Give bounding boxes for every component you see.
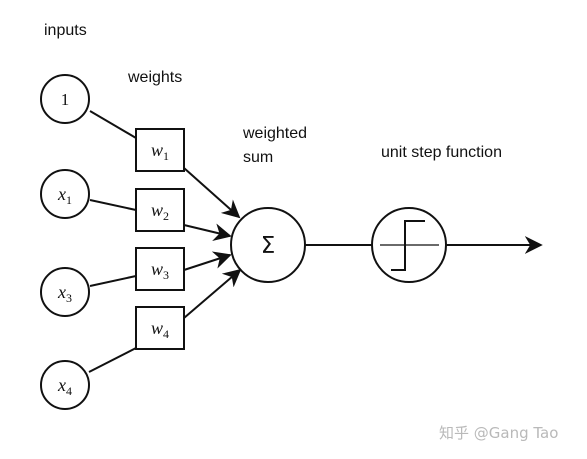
sigma-symbol: Σ xyxy=(261,233,276,259)
weight-box-w3: w3 xyxy=(135,247,185,291)
watermark: 知乎 @Gang Tao xyxy=(439,424,558,442)
sum-label: sum xyxy=(243,149,273,166)
input-to-weight-connections xyxy=(88,110,137,373)
weight-box-w1: w1 xyxy=(135,128,185,172)
arrow-w4-sum xyxy=(183,268,242,319)
connection-input2-w2 xyxy=(89,199,137,211)
input-node-x4: x4 xyxy=(40,360,90,410)
weight-box-w2: w2 xyxy=(135,188,185,232)
weighted-label: weighted xyxy=(242,125,307,142)
weight-box-w2-text: w2 xyxy=(151,200,169,223)
unit-step-label: unit step function xyxy=(381,144,502,161)
weight-box-w4: w4 xyxy=(135,306,185,350)
inputs-label: inputs xyxy=(44,22,87,39)
arrow-w2-sum xyxy=(183,223,232,241)
arrow-w3-sum xyxy=(183,251,232,271)
connection-input3-w3 xyxy=(89,275,137,287)
weight-to-sum-arrows xyxy=(183,167,242,319)
arrow-w1-sum xyxy=(183,167,241,219)
weight-box-w1-text: w1 xyxy=(151,140,169,163)
input-node-x3: x3 xyxy=(40,267,90,317)
input-node-x1: x1 xyxy=(40,169,90,219)
step-function-icon xyxy=(391,220,425,271)
weights-label: weights xyxy=(127,69,182,86)
weight-box-w3-text: w3 xyxy=(151,259,169,282)
input-node-x1-text: x1 xyxy=(57,184,72,207)
input-node-x4-text: x4 xyxy=(57,375,72,398)
unit-step-node xyxy=(371,207,447,283)
input-node-1: 1 xyxy=(40,74,90,124)
summation-node: Σ xyxy=(230,207,306,283)
connection-input4-w4 xyxy=(88,347,137,373)
input-node-1-text: 1 xyxy=(61,90,70,109)
connection-input1-w1 xyxy=(89,110,137,139)
input-node-x3-text: x3 xyxy=(57,282,72,305)
weight-box-w4-text: w4 xyxy=(151,318,169,341)
